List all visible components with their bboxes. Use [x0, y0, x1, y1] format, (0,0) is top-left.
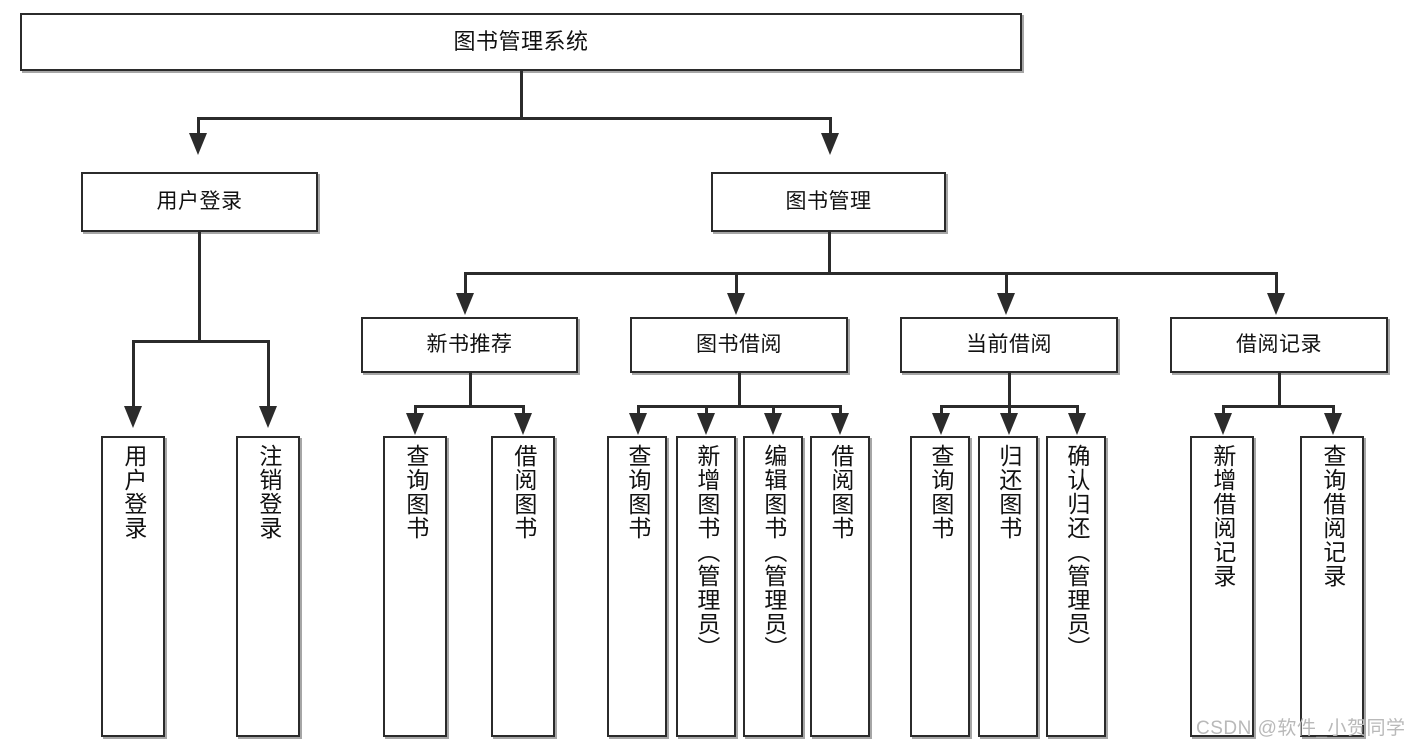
node-label: 图书借阅: [696, 332, 782, 356]
node-label: 查询图书: [624, 444, 651, 540]
node-label: 当前借阅: [966, 332, 1052, 356]
node-new-book-recommend[interactable]: 新书推荐: [361, 317, 578, 373]
leaf-logout-login[interactable]: 注销登录: [236, 436, 300, 737]
node-label: 图书管理: [785, 189, 872, 213]
leaf-add-book-admin[interactable]: 新增图书（管理员）: [676, 436, 736, 737]
node-label: 确认归还（管理员）: [1063, 444, 1090, 660]
leaf-add-borrow-record[interactable]: 新增借阅记录: [1190, 436, 1254, 737]
connector-root-drop-1: [197, 117, 200, 135]
node-label: 借阅图书: [510, 444, 537, 540]
connector-bookmanage-drop-4: [1275, 272, 1278, 295]
connector-bookborrow-bus: [637, 405, 841, 408]
node-label: 查询图书: [402, 444, 429, 540]
arrow-to-leaf-query-book-3: [932, 413, 950, 435]
arrow-to-leaf-user-login: [124, 406, 142, 428]
connector-borrowrecord-drop-1: [1222, 405, 1225, 415]
connector-root-stem: [520, 71, 523, 117]
arrow-to-leaf-borrow-book-1: [514, 413, 532, 435]
connector-root-drop-2: [829, 117, 832, 135]
node-book-borrow[interactable]: 图书借阅: [630, 317, 848, 373]
arrow-to-leaf-confirm-return: [1068, 413, 1086, 435]
node-label: 新增借阅记录: [1209, 444, 1236, 588]
leaf-borrow-book-recommend[interactable]: 借阅图书: [491, 436, 555, 737]
leaf-query-book-recommend[interactable]: 查询图书: [383, 436, 447, 737]
node-label: 借阅图书: [827, 444, 854, 540]
connector-userlogin-bus: [132, 340, 267, 343]
arrow-to-leaf-add-record: [1214, 413, 1232, 435]
node-label: 新书推荐: [426, 332, 513, 356]
arrow-to-borrow-record: [1267, 293, 1285, 315]
arrow-to-leaf-query-book-2: [629, 413, 647, 435]
connector-bookborrow-drop-4: [839, 405, 842, 415]
arrow-to-new-book-recommend: [456, 293, 474, 315]
arrow-to-leaf-add-book: [697, 413, 715, 435]
connector-newbook-stem: [469, 373, 472, 405]
connector-bookmanage-drop-1: [464, 272, 467, 295]
connector-root-bus: [197, 117, 832, 120]
arrow-to-leaf-return-book: [1000, 413, 1018, 435]
node-label: 用户登录: [156, 189, 243, 213]
connector-bookborrow-drop-3: [772, 405, 775, 415]
arrow-to-leaf-logout: [259, 406, 277, 428]
node-label: 查询借阅记录: [1319, 444, 1346, 588]
connector-userlogin-drop-1: [132, 340, 135, 408]
leaf-query-book-borrow[interactable]: 查询图书: [607, 436, 667, 737]
arrow-to-book-borrow: [727, 293, 745, 315]
node-label: 注销登录: [255, 444, 282, 540]
node-label: 编辑图书（管理员）: [760, 444, 787, 660]
node-label: 借阅记录: [1236, 332, 1322, 356]
leaf-query-borrow-record[interactable]: 查询借阅记录: [1300, 436, 1364, 737]
leaf-edit-book-admin[interactable]: 编辑图书（管理员）: [743, 436, 803, 737]
arrow-to-leaf-edit-book: [764, 413, 782, 435]
connector-borrowrecord-bus: [1222, 405, 1335, 408]
node-label: 归还图书: [995, 444, 1022, 540]
leaf-return-book[interactable]: 归还图书: [978, 436, 1038, 737]
leaf-user-login[interactable]: 用户登录: [101, 436, 165, 737]
arrow-to-user-login: [189, 133, 207, 155]
connector-borrowrecord-drop-2: [1332, 405, 1335, 415]
arrow-to-current-borrow: [997, 293, 1015, 315]
connector-newbook-bus: [414, 405, 525, 408]
node-current-borrow[interactable]: 当前借阅: [900, 317, 1118, 373]
connector-bookmanage-bus: [464, 272, 1278, 275]
connector-userlogin-stem: [198, 232, 201, 340]
node-label: 用户登录: [120, 444, 147, 540]
leaf-borrow-book[interactable]: 借阅图书: [810, 436, 870, 737]
connector-bookborrow-stem: [738, 373, 741, 405]
node-user-login[interactable]: 用户登录: [81, 172, 318, 232]
connector-currentborrow-drop-2: [1008, 405, 1011, 415]
leaf-confirm-return-admin[interactable]: 确认归还（管理员）: [1046, 436, 1106, 737]
connector-bookmanage-stem: [828, 232, 831, 272]
connector-bookborrow-drop-1: [637, 405, 640, 415]
leaf-query-book-current[interactable]: 查询图书: [910, 436, 970, 737]
arrow-to-leaf-borrow-book-2: [831, 413, 849, 435]
connector-currentborrow-drop-1: [940, 405, 943, 415]
connector-currentborrow-drop-3: [1076, 405, 1079, 415]
connector-userlogin-drop-2: [267, 340, 270, 408]
node-book-manage[interactable]: 图书管理: [711, 172, 946, 232]
connector-bookborrow-drop-2: [705, 405, 708, 415]
arrow-to-book-manage: [821, 133, 839, 155]
node-root-system[interactable]: 图书管理系统: [20, 13, 1022, 71]
connector-currentborrow-stem: [1008, 373, 1011, 405]
connector-newbook-drop-1: [414, 405, 417, 415]
node-borrow-record[interactable]: 借阅记录: [1170, 317, 1388, 373]
arrow-to-leaf-query-book-1: [406, 413, 424, 435]
connector-bookmanage-drop-3: [1005, 272, 1008, 295]
node-label: 图书管理系统: [453, 29, 589, 55]
arrow-to-leaf-query-record: [1324, 413, 1342, 435]
connector-bookmanage-drop-2: [735, 272, 738, 295]
node-label: 新增图书（管理员）: [693, 444, 720, 660]
connector-newbook-drop-2: [522, 405, 525, 415]
node-label: 查询图书: [927, 444, 954, 540]
connector-borrowrecord-stem: [1278, 373, 1281, 405]
